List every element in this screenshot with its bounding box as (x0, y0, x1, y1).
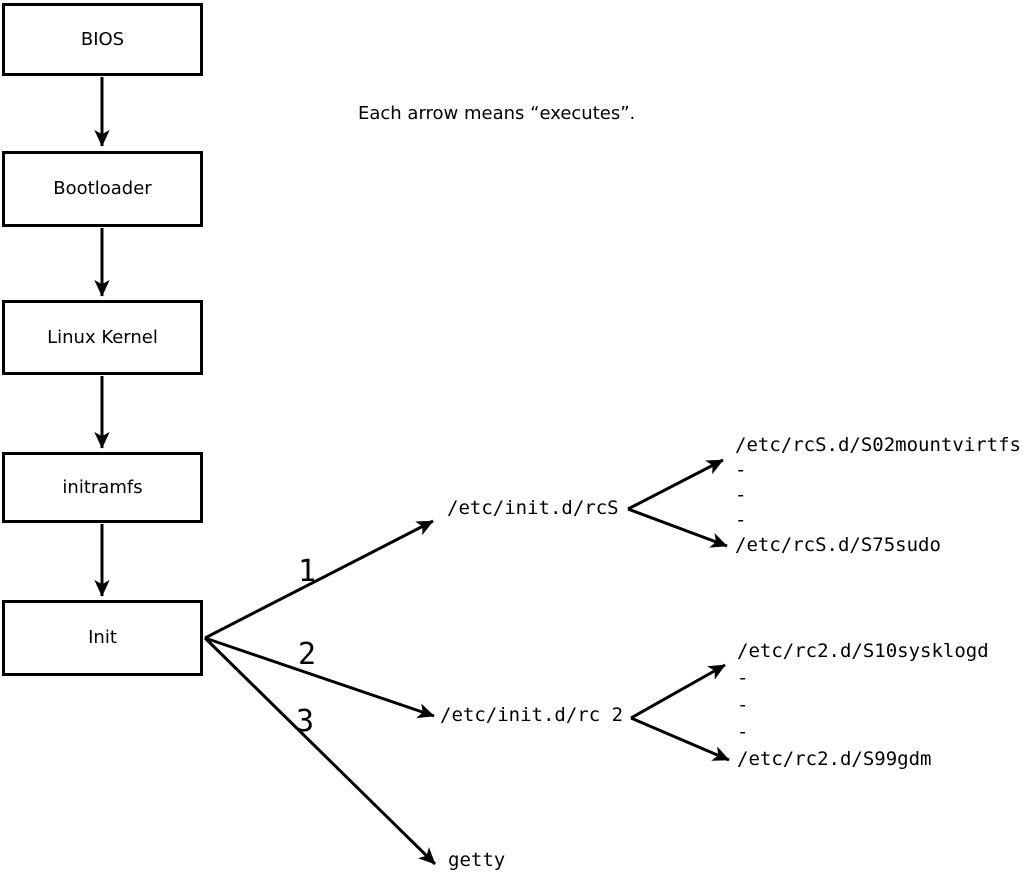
rc2-listing-line: - (737, 667, 749, 689)
node-bios-label: BIOS (80, 28, 125, 50)
branch-2-number: 2 (298, 637, 317, 672)
arrow-rc2-to-s10sysklogd (630, 663, 726, 720)
rc2-listing-line: - (737, 721, 749, 743)
node-bootloader: Bootloader (2, 151, 203, 227)
node-linux-kernel-label: Linux Kernel (47, 326, 158, 348)
arrow-rc2-to-s99gdm (630, 716, 730, 762)
node-bios: BIOS (2, 3, 203, 76)
rcs-listing-line: /etc/rcS.d/S75sudo (735, 534, 941, 556)
arrow-init-to-rcs (204, 519, 434, 640)
rc2-listing-line: /etc/rc2.d/S10sysklogd (737, 640, 989, 662)
branch-1-number: 1 (298, 554, 317, 589)
rc2-listing-line: /etc/rc2.d/S99gdm (737, 748, 932, 770)
target-getty: getty (448, 849, 506, 871)
node-init-label: Init (88, 627, 117, 648)
rcs-listing-line: - (735, 459, 747, 481)
arrow-rcs-to-s02mountvirtfs (627, 458, 724, 511)
rcs-listing-line: /etc/rcS.d/S02mountvirtfs (735, 434, 1021, 456)
arrow-rcs-to-s75sudo (627, 507, 728, 548)
rcs-listing-line: - (735, 509, 747, 531)
node-init: Init (2, 600, 203, 676)
arrow-init-to-rc2 (204, 636, 435, 719)
node-linux-kernel: Linux Kernel (2, 300, 203, 375)
node-initramfs-label: initramfs (62, 476, 143, 498)
node-bootloader-label: Bootloader (53, 178, 152, 199)
legend-note: Each arrow means “executes”. (358, 103, 636, 124)
target-rc2-script: /etc/init.d/rc 2 (440, 704, 624, 726)
target-rcs-script: /etc/init.d/rcS (447, 497, 619, 519)
rcs-listing-line: - (735, 484, 747, 506)
arrow-init-to-getty (203, 636, 437, 866)
rc2-listing-line: - (737, 694, 749, 716)
node-initramfs: initramfs (2, 452, 203, 523)
branch-3-number: 3 (296, 704, 315, 739)
